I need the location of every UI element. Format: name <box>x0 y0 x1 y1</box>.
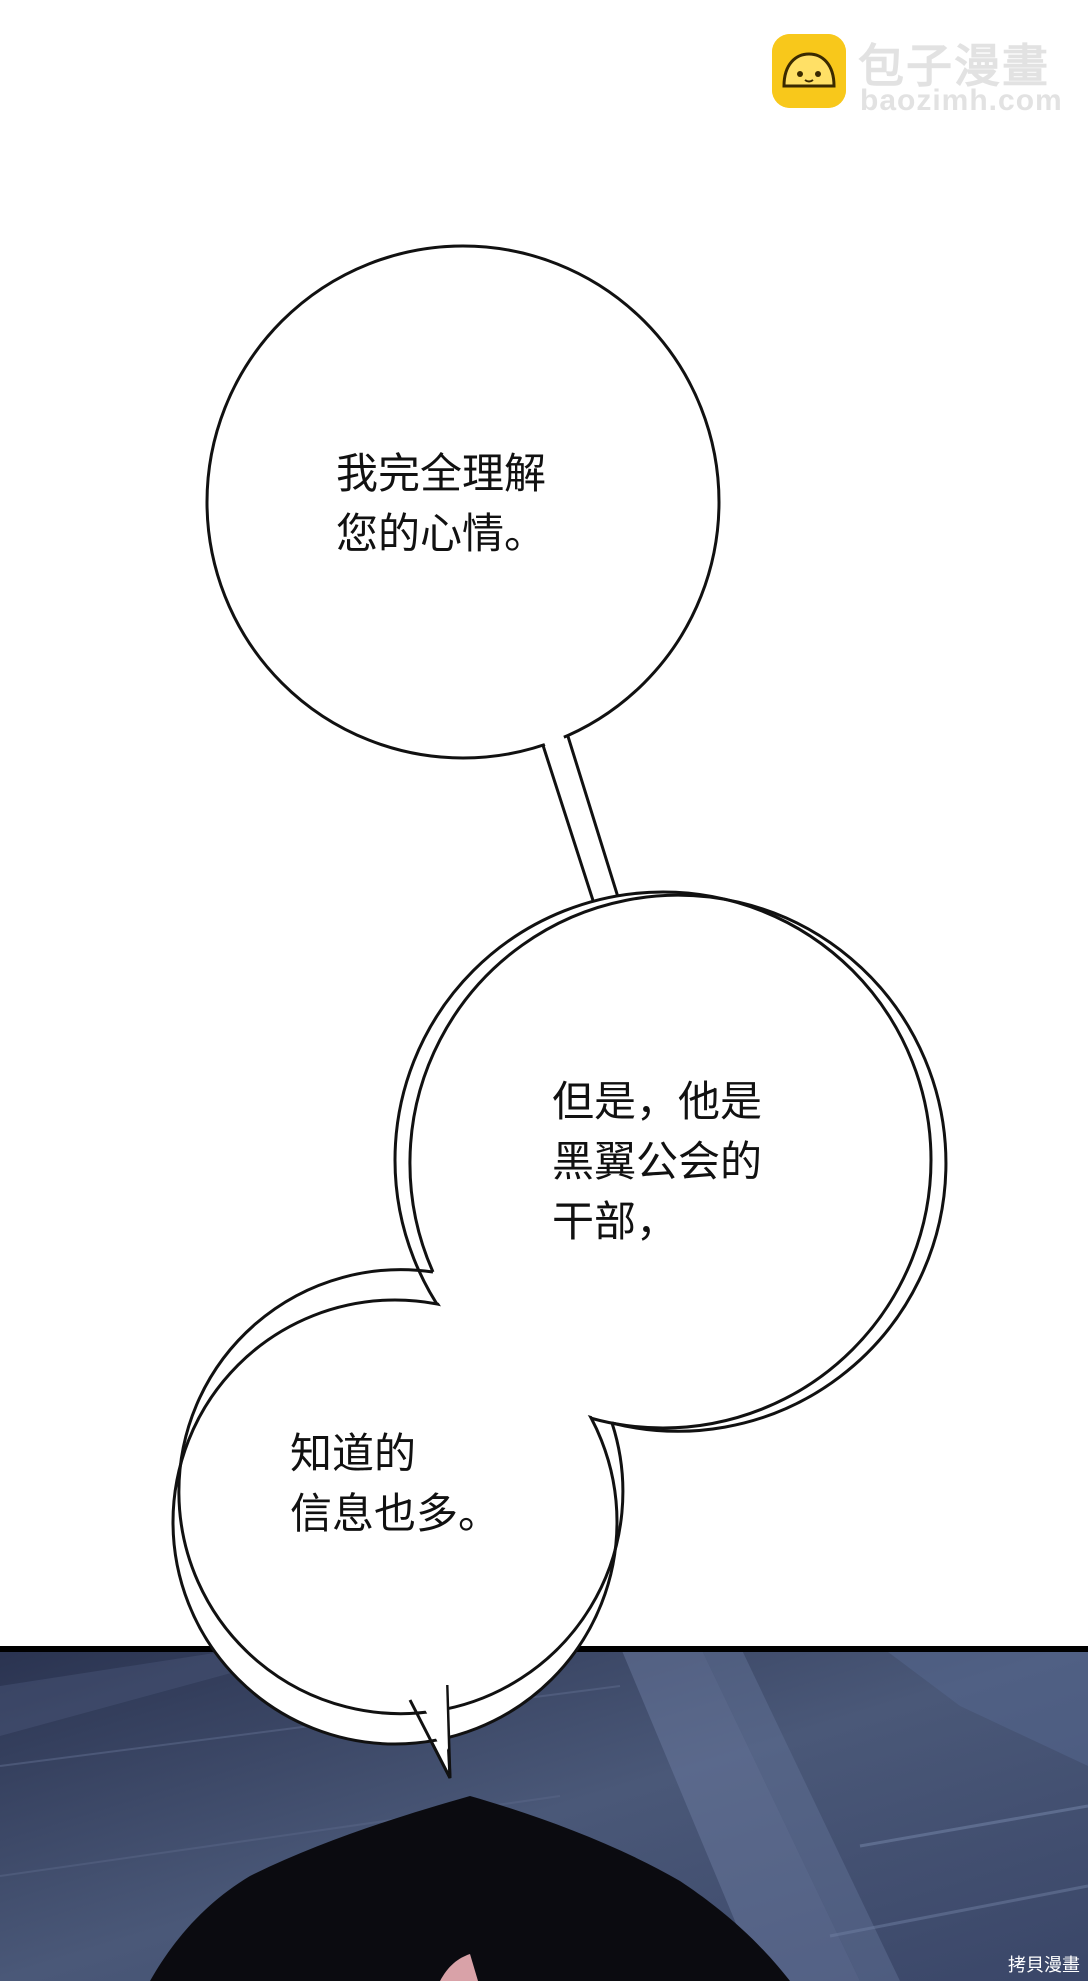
bubble-3-line-2: 信息也多。 <box>290 1489 501 1538</box>
bubble-3-line-1: 知道的 <box>290 1429 417 1478</box>
watermark: 包子漫畫 baozimh.com <box>772 30 1072 120</box>
bubble-1-line-2: 您的心情。 <box>336 509 547 558</box>
bubble-1-text: 我完全理解 您的心情。 <box>336 444 546 564</box>
bubble-2-text: 但是，他是 黑翼公会的 干部， <box>552 1072 762 1252</box>
bubble-3-text: 知道的 信息也多。 <box>290 1424 500 1544</box>
watermark-title: 包子漫畫 <box>858 39 1050 93</box>
bubble-1-line-1: 我完全理解 <box>336 449 547 498</box>
speech-bubble-2-3 <box>171 890 948 1779</box>
credit-text: 拷貝漫畫 <box>1008 1955 1080 1976</box>
speech-bubble-1 <box>205 244 721 760</box>
bubble-2-line-2: 黑翼公会的 <box>552 1137 763 1186</box>
bubble-2-line-1: 但是，他是 <box>552 1077 763 1126</box>
watermark-url: baozimh.com <box>860 84 1063 117</box>
bun-face-icon <box>772 34 846 108</box>
bubble-2-line-3: 干部， <box>552 1197 679 1246</box>
